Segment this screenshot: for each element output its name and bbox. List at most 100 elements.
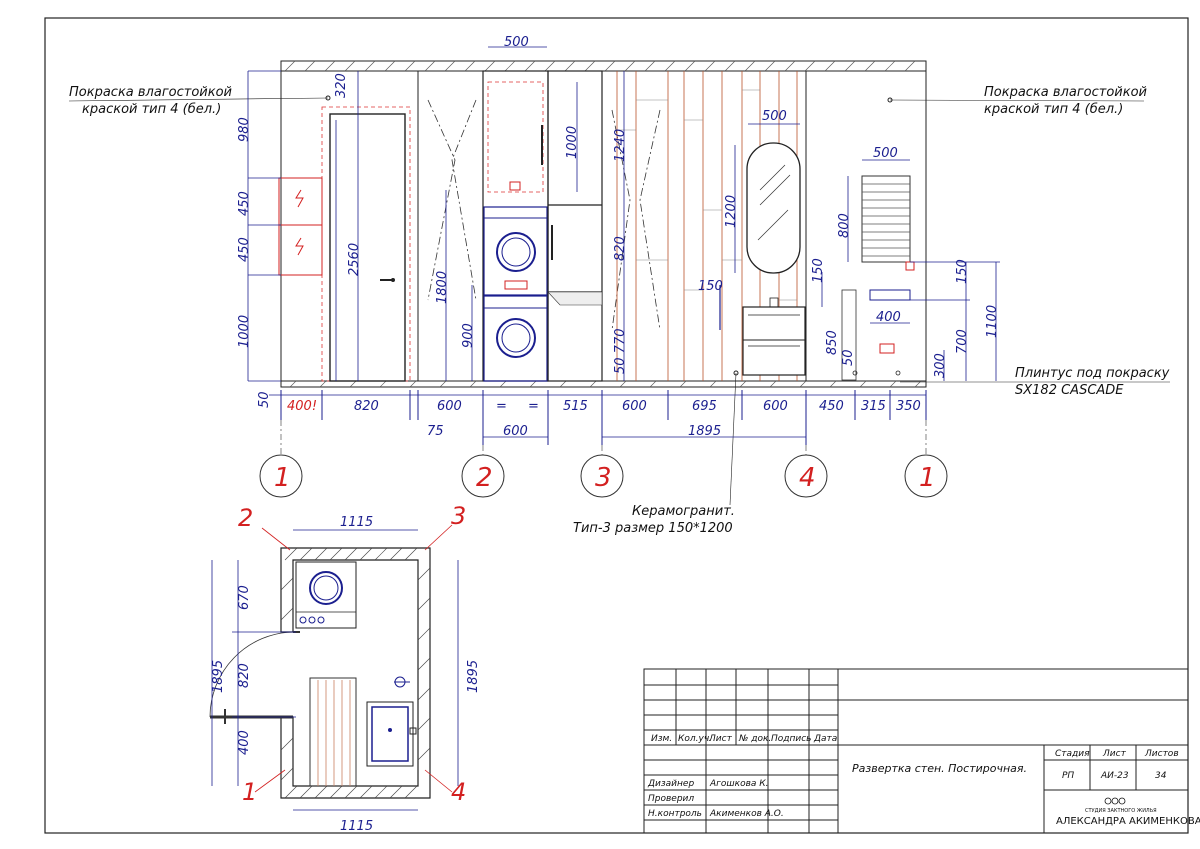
socket-block bbox=[278, 177, 323, 276]
tb-sheets: 34 bbox=[1155, 771, 1167, 781]
dim-1000b: 1000 bbox=[565, 126, 580, 159]
plinth-note-1: Плинтус под покраску bbox=[1015, 366, 1170, 381]
dim-150c: 150 bbox=[955, 259, 970, 284]
tb-header-ndok: № док. bbox=[738, 734, 771, 744]
dim-bottom-eq2: = bbox=[528, 399, 539, 414]
dim-bottom-1895: 1895 bbox=[688, 424, 721, 439]
panel-lines bbox=[427, 99, 661, 331]
dim-800: 800 bbox=[837, 213, 852, 238]
dim-bottom-450: 450 bbox=[819, 399, 844, 414]
axis-lines bbox=[280, 420, 927, 455]
dim-150: 150 bbox=[698, 279, 723, 294]
plan-dim-bottom: 1115 bbox=[340, 819, 373, 834]
dim-450a: 450 bbox=[237, 191, 252, 216]
dim-980: 980 bbox=[237, 117, 252, 142]
axis-marker-2: 2 bbox=[476, 463, 493, 493]
tb-norm: Акименков А.О. bbox=[709, 809, 784, 819]
towel-radiator bbox=[841, 175, 915, 381]
dimension-lines bbox=[247, 46, 1000, 438]
plan-dim-670: 670 bbox=[237, 585, 252, 610]
plan-dim-top: 1115 bbox=[340, 515, 373, 530]
axis-marker-4: 4 bbox=[799, 463, 816, 493]
tb-studio-line2: АЛЕКСАНДРА АКИМЕНКОВА bbox=[1056, 816, 1200, 827]
dim-50b: 50 bbox=[841, 349, 856, 366]
plan-callout-1: 1 bbox=[242, 778, 257, 806]
dim-bottom-600b: 600 bbox=[622, 399, 647, 414]
studio-logo-icon bbox=[1104, 797, 1126, 805]
tb-sheets-header: Листов bbox=[1144, 749, 1179, 759]
dim-bottom-350: 350 bbox=[896, 399, 921, 414]
dim-850: 850 bbox=[825, 330, 840, 355]
plan-callout-4: 4 bbox=[451, 778, 466, 806]
paint-note-left-2: краской тип 4 (бел.) bbox=[82, 102, 221, 117]
axis-circles bbox=[259, 454, 948, 498]
tb-header-data: Дата bbox=[813, 734, 837, 744]
oval-mirror bbox=[746, 142, 801, 274]
paint-note-left-1: Покраска влагостойкой bbox=[69, 85, 232, 100]
vanity-unit bbox=[719, 285, 806, 376]
tb-header-koluch: Кол.уч. bbox=[678, 734, 712, 744]
dimension-ticks bbox=[280, 390, 927, 445]
tb-stage-header: Стадия bbox=[1055, 749, 1090, 759]
axis-marker-1b: 1 bbox=[919, 463, 936, 493]
axis-marker-1: 1 bbox=[274, 463, 291, 493]
tb-norm-label: Н.контроль bbox=[648, 809, 702, 819]
axis-marker-3: 3 bbox=[595, 463, 612, 493]
dim-150b: 150 bbox=[811, 258, 826, 283]
dim-top-500: 500 bbox=[504, 35, 529, 50]
dim-400: 400 bbox=[876, 310, 901, 325]
tb-sheet-header: Лист bbox=[1102, 749, 1127, 759]
cabinet bbox=[541, 70, 603, 382]
dim-700: 700 bbox=[955, 329, 970, 354]
dim-1240: 1240 bbox=[613, 129, 628, 162]
dim-900: 900 bbox=[461, 323, 476, 348]
dim-bottom-600c: 600 bbox=[763, 399, 788, 414]
tb-stage: РП bbox=[1062, 771, 1074, 781]
floor-plan bbox=[209, 524, 459, 811]
washer-column bbox=[482, 70, 549, 382]
wall-elevation bbox=[68, 60, 1170, 506]
dim-2560: 2560 bbox=[347, 243, 362, 276]
title-block bbox=[643, 668, 1189, 834]
dim-1200: 1200 bbox=[724, 195, 739, 228]
dim-50-770: 50 770 bbox=[613, 329, 628, 375]
dim-1800: 1800 bbox=[435, 271, 450, 304]
plan-dim-right: 1895 bbox=[466, 660, 481, 693]
dim-towel-500: 500 bbox=[873, 146, 898, 161]
tb-designer: Агошкова К. bbox=[709, 779, 769, 789]
plan-dim-820: 820 bbox=[237, 663, 252, 688]
plan-dim-left: 1895 bbox=[211, 660, 226, 693]
dim-1000: 1000 bbox=[237, 315, 252, 348]
tb-header-list: Лист bbox=[708, 734, 733, 744]
paint-note-right-2: краской тип 4 (бел.) bbox=[984, 102, 1123, 117]
dim-50: 50 bbox=[257, 391, 272, 408]
paint-note-right-1: Покраска влагостойкой bbox=[984, 85, 1147, 100]
tb-studio-line1: СТУДИЯ ЗАКТНОГО ЖИЛЬЯ bbox=[1085, 808, 1157, 814]
dim-bottom-600: 600 bbox=[437, 399, 462, 414]
sheet-frame bbox=[44, 17, 1189, 834]
tb-checked-label: Проверил bbox=[648, 794, 694, 804]
dim-bottom-515: 515 bbox=[563, 399, 588, 414]
dim-bottom-600d: 600 bbox=[503, 424, 528, 439]
dim-bottom-400: 400! bbox=[287, 399, 317, 414]
dim-bottom-695: 695 bbox=[692, 399, 717, 414]
dim-320: 320 bbox=[334, 73, 349, 98]
dim-1100: 1100 bbox=[985, 305, 1000, 338]
dim-820: 820 bbox=[613, 236, 628, 261]
dim-bottom-75: 75 bbox=[427, 424, 444, 439]
dim-300: 300 bbox=[933, 353, 948, 378]
plan-dim-400: 400 bbox=[237, 730, 252, 755]
door bbox=[321, 106, 411, 382]
plan-callout-2: 2 bbox=[238, 504, 253, 532]
tb-header-izm: Изм. bbox=[651, 734, 672, 744]
tb-header-podpis: Подпись bbox=[771, 734, 811, 744]
tile-note-1: Керамогранит. bbox=[632, 504, 735, 519]
dim-bottom-820: 820 bbox=[354, 399, 379, 414]
dim-450b: 450 bbox=[237, 237, 252, 262]
plinth-note-2: SX182 CASCADE bbox=[1015, 383, 1124, 398]
tb-sheet-title: Развертка стен. Постирочная. bbox=[852, 762, 1027, 775]
dim-bottom-315: 315 bbox=[861, 399, 886, 414]
dim-bottom-eq1: = bbox=[496, 399, 507, 414]
plan-callout-3: 3 bbox=[451, 502, 466, 530]
